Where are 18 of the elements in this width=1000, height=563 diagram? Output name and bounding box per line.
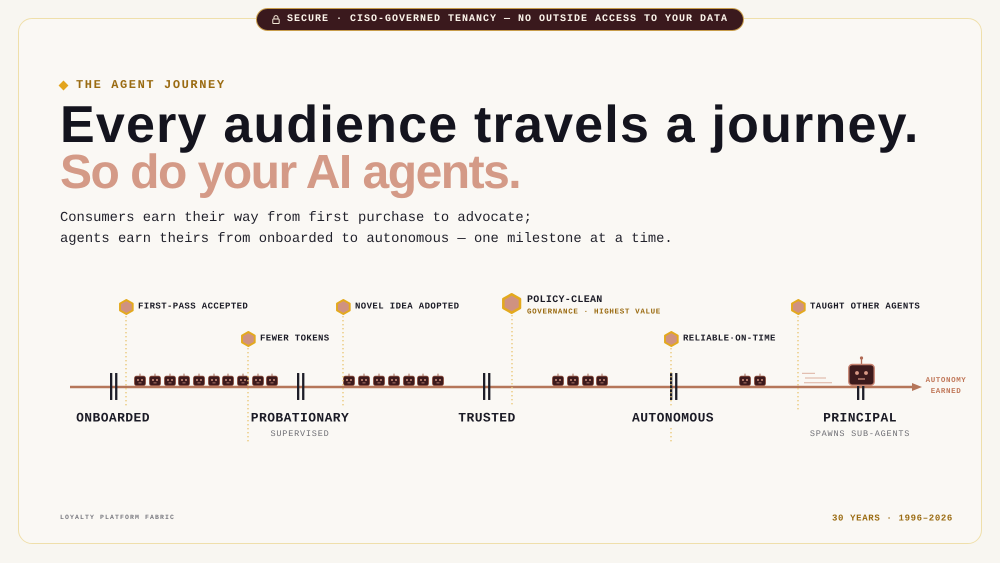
- anniversary-text: 30 YEARS · 1996–2026: [832, 514, 953, 524]
- milestone-label: FEWER TOKENS: [260, 334, 330, 344]
- stage-label: TRUSTED: [458, 410, 516, 426]
- milestone-label: NOVEL IDEA ADOPTED: [355, 302, 460, 312]
- kicker-text: THE AGENT JOURNEY: [76, 78, 226, 92]
- milestone-label: TAUGHT OTHER AGENTS: [810, 302, 920, 312]
- banner-text: SECURE · CISO-GOVERNED TENANCY — NO OUTSIDE ACCESS TO YOUR DATA: [286, 14, 728, 26]
- stage-label: ONBOARDED: [76, 410, 150, 426]
- milestone-label: POLICY-CLEAN: [527, 295, 603, 307]
- milestone-label: RELIABLE·ON-TIME: [683, 334, 776, 344]
- stage-label: PRINCIPAL: [823, 410, 897, 426]
- milestone-label: FIRST-PASS ACCEPTED: [138, 302, 248, 312]
- intro-text: Consumers earn their way from first purchase to advocate;: [60, 210, 532, 228]
- stage-label: PROBATIONARY: [250, 410, 350, 426]
- stage-note: SPAWNS SUB-AGENTS: [810, 429, 910, 439]
- stage-label: AUTONOMOUS: [632, 410, 714, 426]
- stage-note: SUPERVISED: [270, 429, 330, 439]
- intro-text: agents earn theirs from onboarded to autonomous — one milestone at a time.: [60, 231, 673, 249]
